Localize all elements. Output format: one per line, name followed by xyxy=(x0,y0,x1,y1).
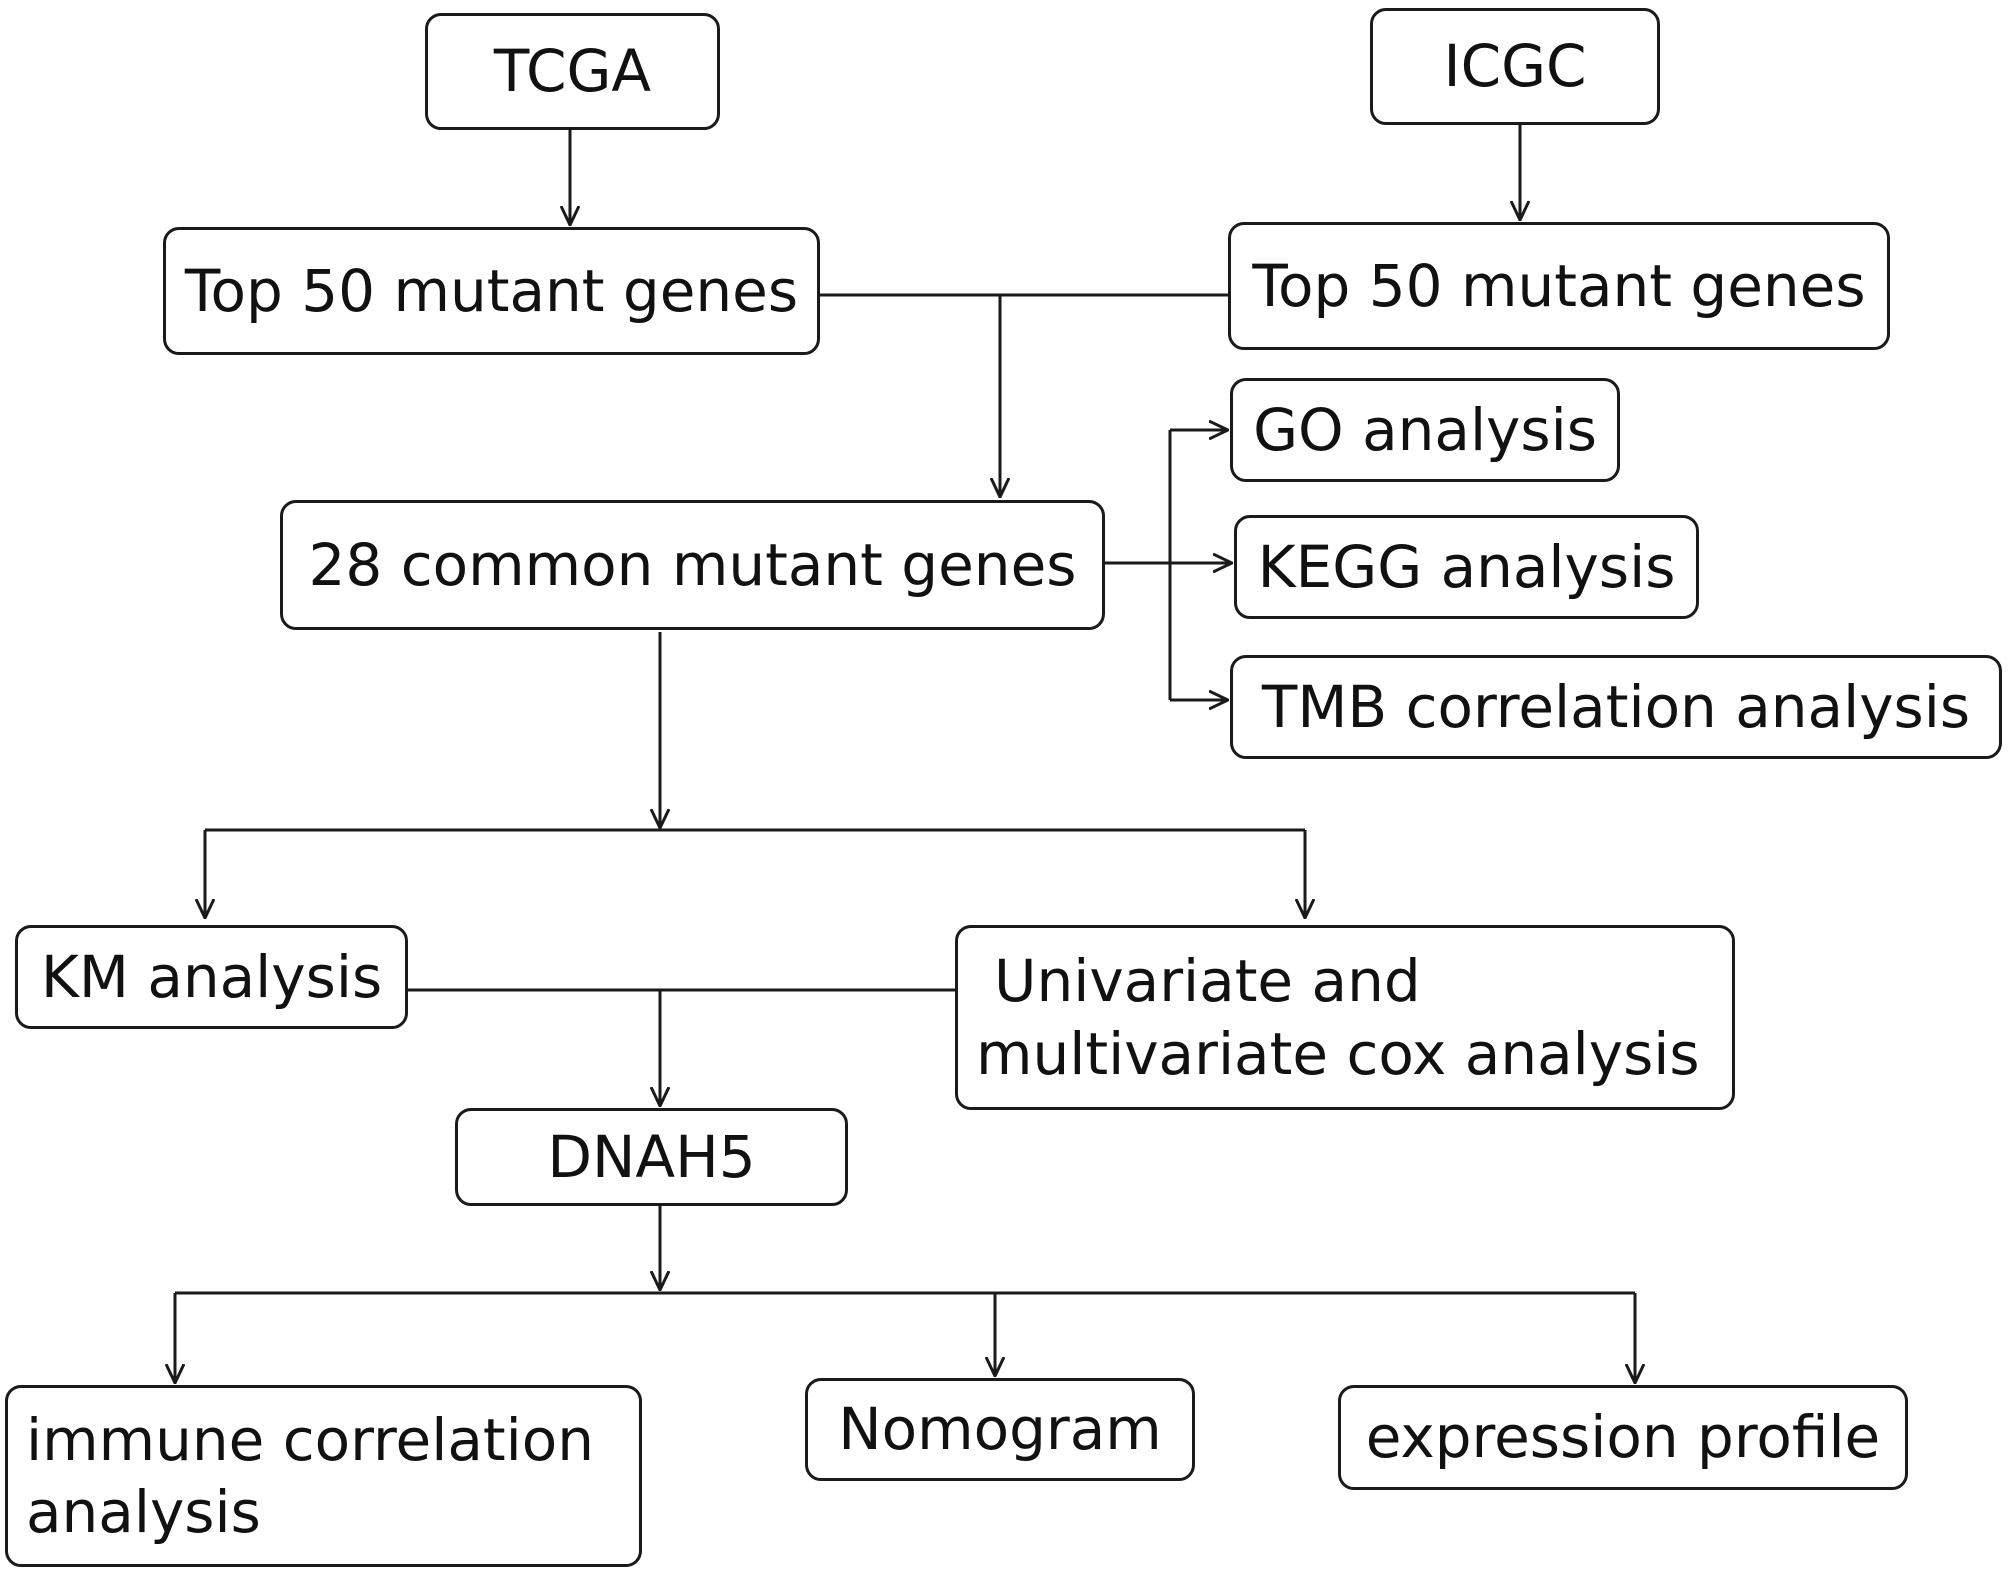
common-genes-node: 28 common mutant genes xyxy=(280,500,1105,630)
dnah5-label: DNAH5 xyxy=(547,1122,756,1191)
tcga-node: TCGA xyxy=(425,13,720,130)
tcga-top50-label: Top 50 mutant genes xyxy=(184,256,799,325)
go-analysis-label: GO analysis xyxy=(1253,395,1597,464)
immune-analysis-label-line2: analysis xyxy=(26,1478,261,1546)
cox-analysis-label-line2: multivariate cox analysis xyxy=(976,1019,1700,1088)
nomogram-label: Nomogram xyxy=(838,1395,1162,1464)
icgc-node: ICGC xyxy=(1370,8,1660,125)
kegg-analysis-label: KEGG analysis xyxy=(1257,532,1676,601)
icgc-label: ICGC xyxy=(1443,32,1587,101)
expression-profile-node: expression profile xyxy=(1338,1385,1908,1490)
nomogram-node: Nomogram xyxy=(805,1378,1195,1481)
tmb-analysis-label: TMB correlation analysis xyxy=(1261,672,1971,741)
cox-analysis-label-line1: Univariate and xyxy=(994,947,1421,1015)
tcga-top50-node: Top 50 mutant genes xyxy=(163,227,820,355)
common-genes-label: 28 common mutant genes xyxy=(308,530,1077,599)
expression-profile-label: expression profile xyxy=(1365,1403,1881,1472)
kegg-analysis-node: KEGG analysis xyxy=(1234,515,1699,619)
dnah5-node: DNAH5 xyxy=(455,1108,848,1206)
icgc-top50-node: Top 50 mutant genes xyxy=(1228,222,1890,350)
icgc-top50-label: Top 50 mutant genes xyxy=(1252,251,1866,320)
km-analysis-label: KM analysis xyxy=(40,942,383,1011)
cox-analysis-node: Univariate and multivariate cox analysis xyxy=(955,925,1735,1110)
tmb-analysis-node: TMB correlation analysis xyxy=(1230,655,2002,759)
tcga-label: TCGA xyxy=(493,37,652,106)
go-analysis-node: GO analysis xyxy=(1230,378,1620,482)
immune-analysis-node: immune correlation analysis xyxy=(5,1385,642,1567)
immune-analysis-label-line1: immune correlation xyxy=(26,1405,594,1474)
km-analysis-node: KM analysis xyxy=(15,925,408,1029)
